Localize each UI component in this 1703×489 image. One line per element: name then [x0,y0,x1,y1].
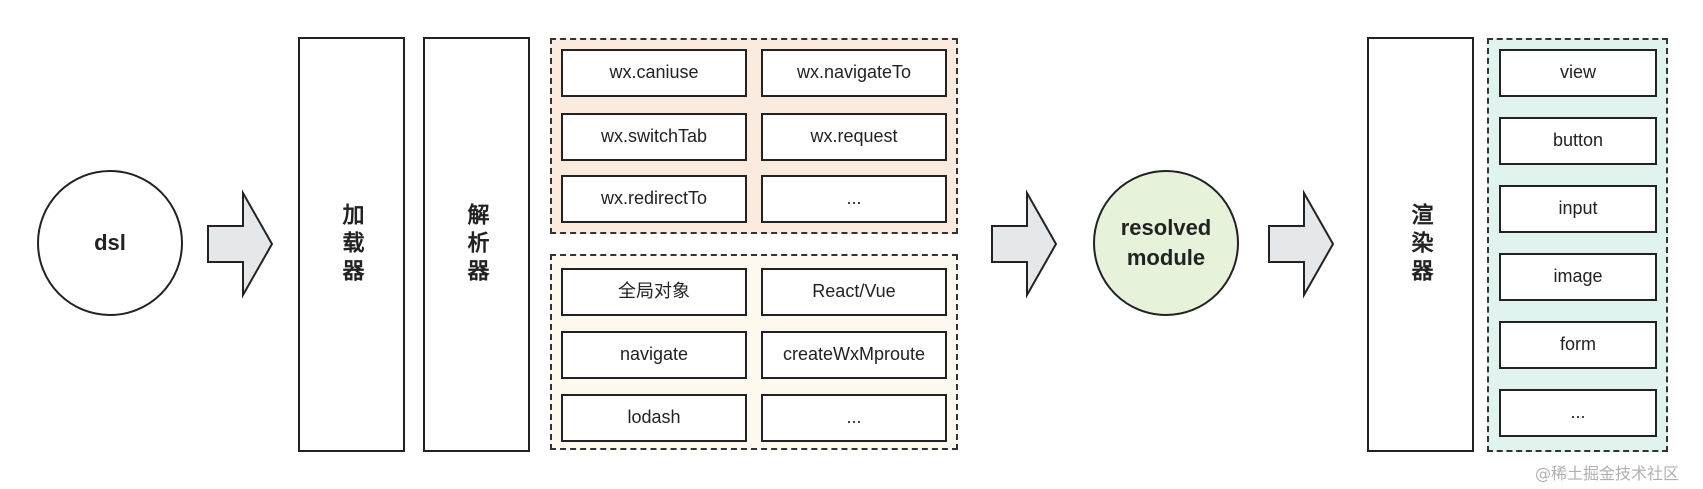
wx-api-item: ... [761,175,947,223]
arrow-right-icon [207,189,274,299]
component-item: input [1499,185,1657,233]
wx-api-item: wx.request [761,113,947,161]
runtime-item: ... [761,394,947,442]
component-item: image [1499,253,1657,301]
wx-api-item: wx.redirectTo [561,175,747,223]
wx-api-item: wx.caniuse [561,49,747,97]
runtime-item: createWxMproute [761,331,947,379]
wx-api-item: wx.switchTab [561,113,747,161]
renderer-label: 渲染器 [1408,202,1434,287]
loader-stage: 加载器 [298,37,405,452]
component-group [1487,38,1668,452]
runtime-item: lodash [561,394,747,442]
runtime-item: React/Vue [761,268,947,316]
wx-api-item: wx.navigateTo [761,49,947,97]
loader-label: 加载器 [339,202,365,287]
resolved-module-label: resolved module [1120,215,1212,270]
renderer-stage: 渲染器 [1367,37,1474,452]
component-item: button [1499,117,1657,165]
arrow-right-icon [991,189,1058,299]
watermark: @稀土掘金技术社区 [1535,464,1680,483]
arrow-right-icon [1268,189,1335,299]
component-item: form [1499,321,1657,369]
resolved-module-node: resolved module [1093,170,1239,316]
component-item: ... [1499,389,1657,437]
parser-label: 解析器 [464,202,490,287]
dsl-label: dsl [94,230,126,255]
component-item: view [1499,49,1657,97]
runtime-item: navigate [561,331,747,379]
runtime-item: 全局对象 [561,268,747,316]
parser-stage: 解析器 [423,37,530,452]
dsl-node: dsl [37,170,183,316]
